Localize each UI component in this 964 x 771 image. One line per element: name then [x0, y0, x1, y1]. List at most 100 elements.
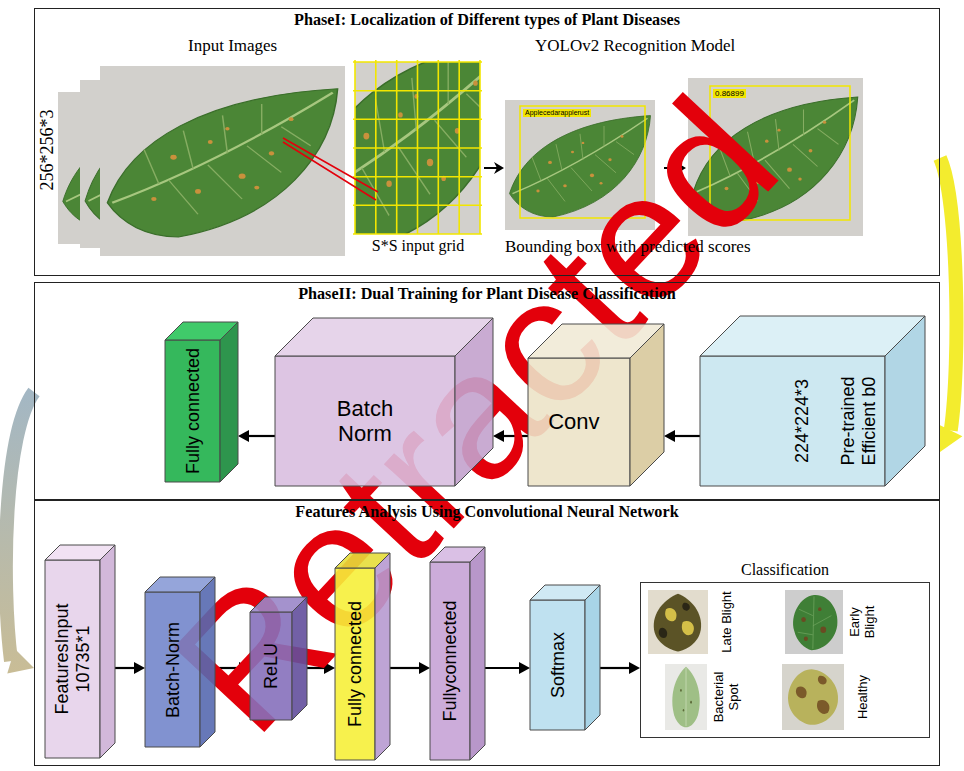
text-holder: Pre-trained Efficient b0: [838, 361, 879, 481]
phase-panel: Features Analysis Using Convolutional Ne…: [34, 500, 940, 766]
layer-face: [455, 318, 493, 486]
panel-title: PhaseII: Dual Training for Plant Disease…: [34, 282, 940, 304]
flow-arrow: [390, 662, 430, 674]
box-heading: Classification: [640, 560, 930, 580]
text-holder: 0.86899: [713, 89, 746, 98]
class-name: Bacterial Spot: [712, 666, 742, 728]
flow-arrow-body: [115, 667, 134, 669]
flow-arrow-body: [485, 667, 519, 669]
class-image: [648, 590, 844, 730]
text-holder: 256*256*3: [37, 110, 58, 191]
arrow-head: [134, 662, 145, 674]
arrow-head: [419, 662, 430, 674]
arrow-head: [629, 662, 640, 674]
flow-arrow: [485, 662, 530, 674]
layer-block: Batch-Norm: [145, 577, 215, 747]
panel-title: Features Analysis Using Convolutional Ne…: [34, 500, 940, 522]
layer-face: [470, 547, 485, 760]
layer-label: Conv: [529, 409, 619, 434]
input-image-stack: [100, 66, 345, 256]
phase-panel: PhaseI: Localization of Different types …: [34, 8, 940, 276]
text-holder: Input Images: [188, 36, 277, 56]
dimension-label: 256*256*3: [37, 110, 58, 191]
class-image: [782, 664, 844, 730]
text-holder: Bacterial Spot: [712, 666, 742, 728]
layer-block: Fullyconnected: [430, 547, 485, 760]
layer-face: [250, 612, 292, 720]
layer-face: [100, 545, 115, 758]
text-holder: Healthy: [856, 666, 871, 728]
class-image: [785, 590, 843, 654]
arrow-head: [664, 430, 675, 442]
layer-block: 224*224*3 Pre-trained Efficient b0: [700, 316, 925, 486]
grid-image: [353, 60, 482, 234]
panel-title: PhaseI: Localization of Different types …: [34, 8, 940, 30]
layer-face: [275, 356, 455, 486]
class-name: Healthy: [856, 666, 871, 728]
layer-block: Softmax: [530, 585, 600, 730]
classification-frame: [640, 582, 930, 738]
text-holder: Softmax: [547, 605, 568, 725]
class-tag: Applecedarapplerust: [523, 109, 591, 117]
text-holder: Fully connected: [345, 574, 366, 754]
score-tag: 0.86899: [713, 89, 746, 98]
flow-arrow: [664, 430, 700, 442]
layer-block: Batch Norm: [275, 318, 493, 486]
layer-face: [530, 600, 585, 730]
grid-image: [298, 9, 525, 274]
text-holder: Batch Norm: [320, 396, 410, 447]
text-holder: 224*224*3: [791, 361, 812, 481]
grid-image: [298, 9, 525, 274]
layer-face: [200, 577, 215, 747]
layer-face: [430, 562, 470, 760]
layer-label: Fully connected: [182, 344, 203, 478]
text-holder: Conv: [529, 409, 619, 434]
flow-arrow: [115, 662, 145, 674]
layer-face: [45, 560, 100, 758]
flow-arrow-body: [390, 667, 419, 669]
layer-face: [375, 553, 390, 760]
layer-label: ReLU: [261, 616, 282, 716]
grid-image: [298, 9, 525, 274]
flow-arrow: [6, 392, 34, 674]
layer-label: Softmax: [547, 605, 568, 725]
flow-arrow: [939, 158, 962, 452]
phase-panel: PhaseII: Dual Training for Plant Disease…: [34, 282, 940, 500]
text-holder: FeaturesInput 10735*1: [52, 584, 93, 734]
layer-block: Conv: [528, 324, 664, 486]
layer-face: [700, 356, 885, 486]
text-holder: Fullyconnected: [440, 569, 461, 754]
text-holder: Early Blight: [848, 591, 878, 653]
image-caption: Input Images: [188, 36, 277, 56]
layer-face: [528, 358, 630, 486]
layer-face: [165, 340, 220, 482]
flow-arrow-body: [940, 158, 956, 431]
layer-label: Batch-Norm: [162, 597, 183, 742]
arrow-head: [519, 662, 530, 674]
flow-arrow: [238, 430, 275, 442]
layer-label: Pre-trained Efficient b0: [838, 361, 879, 481]
class-image: [665, 664, 707, 730]
layer-shape: [700, 316, 925, 486]
layer-label: 224*224*3: [791, 361, 812, 481]
flow-arrow-body: [249, 435, 275, 437]
text-holder: ReLU: [261, 616, 282, 716]
layer-face: [220, 322, 238, 482]
layer-shape: [528, 324, 664, 486]
flow-arrow-body: [600, 667, 629, 669]
class-name: Late Blight: [720, 591, 735, 653]
image-caption: Bounding box with predicted scores: [505, 237, 751, 257]
text-holder: Fully connected: [182, 344, 203, 478]
text-holder: Late Blight: [720, 591, 735, 653]
text-holder: Bounding box with predicted scores: [505, 237, 751, 257]
layer-face: [145, 592, 200, 747]
layer-label: Fullyconnected: [440, 569, 461, 754]
flow-arrow-body: [675, 435, 700, 437]
flow-arrow-body: [6, 392, 34, 661]
layer-face: [292, 597, 307, 720]
layer-face: [885, 316, 925, 486]
layer-block: ReLU: [250, 597, 307, 720]
arrow-head: [7, 649, 34, 674]
layer-label: Fully connected: [345, 574, 366, 754]
